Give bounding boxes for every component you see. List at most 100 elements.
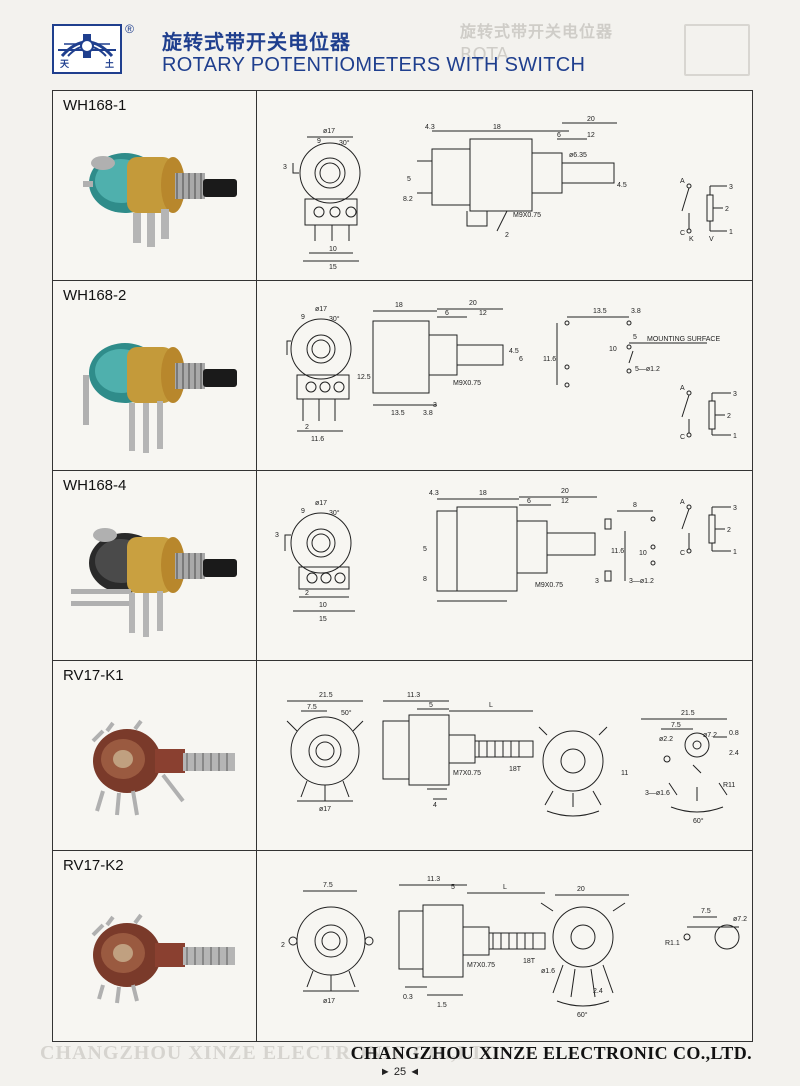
- dim-label: 2: [505, 232, 509, 239]
- page-title-cn: 旋转式带开关电位器: [162, 30, 351, 54]
- potentiometer-photo: [83, 343, 237, 453]
- dim-label: 6: [519, 356, 523, 363]
- dim-label: R11: [723, 782, 735, 789]
- drawing-cell: 7.5 ø17 2 11.3 5 L M7X0.75 18T 0.3 1.5 2…: [257, 851, 752, 1041]
- product-photo-cell: RV17-K2: [53, 851, 257, 1041]
- dim-label: 60°: [693, 817, 704, 825]
- dimension-drawing: ø17 9 30° 3 4.3 18 20 6 12 5 8 M9X0.75 1…: [275, 488, 737, 623]
- company-logo: ® 天 土: [52, 22, 134, 74]
- dimension-drawing: ø17 9 30° 18 20 6 12 4.5 6 M9X0.75 12.5 …: [286, 300, 737, 443]
- dim-label: 15: [319, 616, 327, 623]
- dim-label: M7X0.75: [467, 962, 495, 969]
- dimension-drawing: 21.5 7.5 50° ø17 11.3 5 L M7X0.75 18T 4 …: [286, 692, 739, 825]
- company-name: CHANGZHOU XINZE ELECTRONIC CO.,LTD.: [350, 1043, 752, 1063]
- switch-label: V: [709, 236, 714, 243]
- dim-label: ø1.6: [541, 968, 555, 975]
- dim-label: 10: [639, 550, 647, 557]
- dim-label: 6: [527, 498, 531, 505]
- logo-emblem-icon: [58, 34, 116, 58]
- product-table: WH168-1: [52, 90, 753, 1042]
- dim-label: 12: [479, 310, 487, 317]
- dim-label: 10: [609, 346, 617, 353]
- dim-label: ø17: [315, 500, 327, 507]
- dim-label: 5: [451, 884, 455, 891]
- dim-label: 4.5: [509, 348, 519, 355]
- product-photo-cell: WH168-1: [53, 91, 257, 280]
- switch-label: 3: [733, 505, 737, 512]
- dim-label: 11: [621, 770, 628, 777]
- dim-label: 18T: [523, 958, 536, 965]
- dim-label: 4.3: [425, 124, 435, 131]
- product-row-rv17-k1: RV17-K1: [53, 661, 752, 851]
- dim-label: 0.3: [403, 994, 413, 1001]
- dim-label: 3—ø1.6: [645, 790, 670, 797]
- potentiometer-photo: [91, 719, 235, 816]
- drawing-cell: 21.5 7.5 50° ø17 11.3 5 L M7X0.75 18T 4 …: [257, 661, 752, 850]
- dim-label: 1.5: [437, 1002, 447, 1009]
- model-name: RV17-K2: [63, 857, 124, 874]
- dim-label: 10: [319, 602, 327, 609]
- product-row-rv17-k2: RV17-K2: [53, 851, 752, 1041]
- switch-label: 1: [729, 229, 733, 236]
- drawing-cell: ø17 9 30° 3 4.3 18 20 6 12 5 8 M9X0.75 1…: [257, 471, 752, 660]
- product-photo-cell: WH168-4: [53, 471, 257, 660]
- mounting-surface-label: MOUNTING SURFACE: [647, 336, 720, 343]
- dim-label: 18: [493, 124, 501, 131]
- dim-label: 7.5: [671, 722, 681, 729]
- switch-label: 2: [727, 413, 731, 420]
- switch-label: 1: [733, 433, 737, 440]
- dim-label: 30°: [329, 509, 340, 517]
- dim-label: 5: [633, 334, 637, 341]
- model-name: WH168-1: [63, 97, 127, 114]
- dim-label: 3—ø1.2: [629, 578, 654, 585]
- dim-label: 9: [301, 508, 305, 515]
- dim-label: 6: [557, 132, 561, 139]
- dim-label: 18: [395, 302, 403, 309]
- dim-label: 8: [423, 576, 427, 583]
- switch-label: 3: [733, 391, 737, 398]
- dim-label: 3: [275, 532, 279, 539]
- dim-label: ø17: [323, 128, 335, 135]
- dim-label: 9: [301, 314, 305, 321]
- page-number-value: 25: [393, 1066, 407, 1078]
- dim-label: 4.3: [429, 490, 439, 497]
- page-header: ® 天 土 旋转式带开关电位器 ROTARY POTENTIOMETERS WI…: [52, 22, 752, 82]
- switch-label: C: [680, 434, 685, 441]
- dim-label: 7.5: [701, 908, 711, 915]
- switch-label: 1: [733, 549, 737, 556]
- page-number: ► 25 ◄: [0, 1066, 800, 1078]
- dim-label: 5: [429, 702, 433, 709]
- product-photo-cell: WH168-2: [53, 281, 257, 470]
- dim-label: L: [489, 702, 493, 709]
- dimension-drawing: ø17 9 30° 3 4.3 18 20 6 12 5 8.2 M9X0.75…: [283, 116, 733, 271]
- dim-label: L: [503, 884, 507, 891]
- dim-label: 3: [595, 578, 599, 585]
- drawing-cell: ø17 9 30° 18 20 6 12 4.5 6 M9X0.75 12.5 …: [257, 281, 752, 470]
- dim-label: 5—ø1.2: [635, 366, 660, 373]
- dim-label: 30°: [339, 139, 350, 147]
- dim-label: 13.5: [391, 410, 405, 417]
- model-name: WH168-4: [63, 477, 127, 494]
- dim-label: 3.8: [423, 410, 433, 417]
- dim-label: ø7.2: [733, 916, 747, 923]
- dim-label: 12: [561, 498, 569, 505]
- logo-char-left: 天: [60, 60, 70, 70]
- switch-label: A: [680, 178, 685, 185]
- ghost-footer: CHANGZHOU XINZE ELECTRONIC CO.,LTD.: [40, 1042, 506, 1064]
- dim-label: R1.1: [665, 940, 680, 947]
- dim-label: ø17: [323, 998, 335, 1005]
- dim-label: 2: [305, 424, 309, 431]
- dim-label: 11.6: [611, 548, 624, 555]
- ghost-logo: [684, 24, 750, 76]
- dim-label: ø6.35: [569, 152, 587, 159]
- dim-label: 3: [433, 402, 437, 409]
- registered-mark: ®: [125, 22, 134, 36]
- dim-label: ø17: [315, 306, 327, 313]
- dim-label: 12.5: [357, 374, 371, 381]
- dim-label: 5: [407, 176, 411, 183]
- dim-label: 4: [433, 802, 437, 809]
- dim-label: M7X0.75: [453, 770, 481, 777]
- dim-label: 20: [561, 488, 569, 495]
- dim-label: 3.8: [631, 308, 641, 315]
- dim-label: 10: [329, 246, 337, 253]
